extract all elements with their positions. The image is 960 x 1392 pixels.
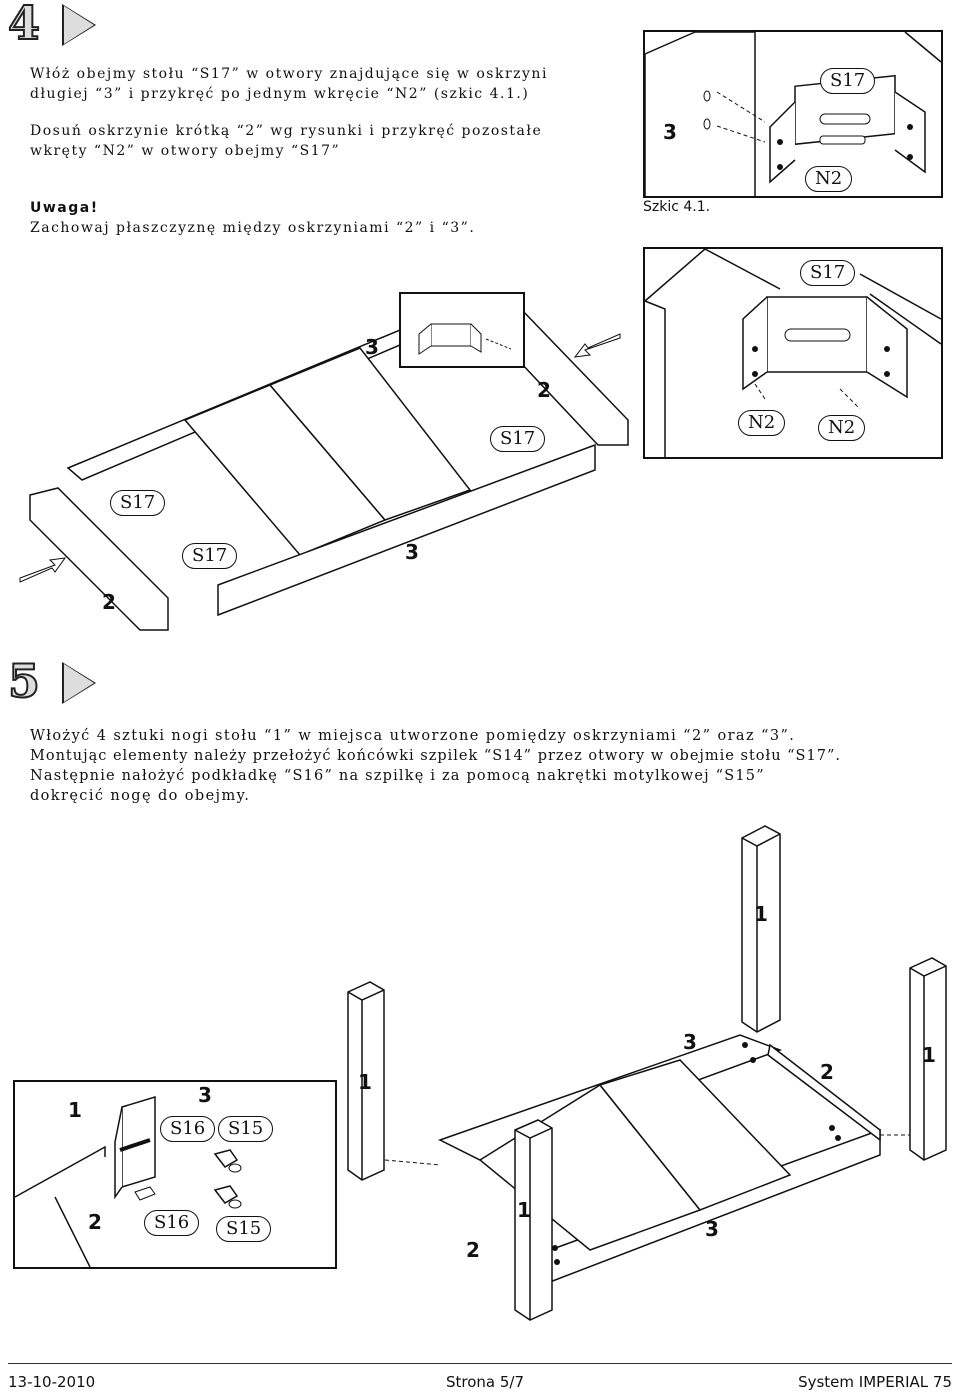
part-2-label: 2 xyxy=(820,1060,834,1084)
sketch-caption: Szkic 4.1. xyxy=(643,199,711,215)
label-n2: N2 xyxy=(805,166,853,192)
step-4-arrow-icon xyxy=(64,6,94,44)
bracket-detail-drawing xyxy=(644,31,942,196)
footer-divider xyxy=(8,1363,952,1364)
label-s17: S17 xyxy=(182,543,238,569)
part-3-label: 3 xyxy=(365,335,379,359)
part-3-label: 3 xyxy=(198,1083,212,1107)
step-4-instruction-line: wkręty “N2” w otwory obejmy “S17” xyxy=(30,143,341,159)
part-1-label: 1 xyxy=(517,1198,531,1222)
step-5-instruction-line: dokręcić nogę do obejmy. xyxy=(30,788,251,804)
step-5-arrow-icon xyxy=(64,664,94,702)
label-s15: S15 xyxy=(218,1116,274,1142)
step-5-instruction-line: Następnie nałożyć podkładkę “S16” na szp… xyxy=(30,768,765,784)
bracket-detail-box-small xyxy=(399,292,525,368)
warning-title: Uwaga! xyxy=(30,200,99,216)
footer-date: 13-10-2010 xyxy=(8,1373,96,1391)
part-2-label: 2 xyxy=(537,378,551,402)
step-4-number: 4 xyxy=(7,0,41,51)
step-4-instruction-line: długiej “3” i przykręć po jednym wkręcie… xyxy=(30,86,530,102)
part-2-label: 2 xyxy=(88,1210,102,1234)
label-n2: N2 xyxy=(818,415,866,441)
part-2-label: 2 xyxy=(466,1238,480,1262)
label-s17: S17 xyxy=(490,426,546,452)
step-5-instruction-line: Montując elementy należy przełożyć końcó… xyxy=(30,748,841,764)
label-s16: S16 xyxy=(160,1116,216,1142)
label-s17: S17 xyxy=(800,260,856,286)
sketch-4-1-box xyxy=(643,30,943,198)
part-1-label: 1 xyxy=(922,1043,936,1067)
part-2-label: 2 xyxy=(102,590,116,614)
label-s17: S17 xyxy=(820,68,876,94)
footer-page-number: Strona 5/7 xyxy=(446,1373,525,1391)
bracket-assembled-box xyxy=(643,247,943,459)
step-4-instruction-line: Dosuń oskrzynie krótką “2” wg rysunki i … xyxy=(30,123,543,139)
leg-detail-box xyxy=(13,1080,337,1269)
label-n2: N2 xyxy=(738,410,786,436)
part-3-label: 3 xyxy=(405,540,419,564)
label-s16: S16 xyxy=(144,1210,200,1236)
part-1-label: 1 xyxy=(68,1098,82,1122)
part-1-label: 1 xyxy=(754,902,768,926)
footer-system-name: System IMPERIAL 75 xyxy=(798,1373,952,1391)
step-5-instruction-line: Włożyć 4 sztuki nogi stołu “1” w miejsca… xyxy=(30,728,796,744)
step-4-instruction-line: Włóż obejmy stołu “S17” w otwory znajduj… xyxy=(30,66,548,82)
part-3-label: 3 xyxy=(705,1217,719,1241)
label-s15: S15 xyxy=(216,1216,272,1242)
part-1-label: 1 xyxy=(358,1070,372,1094)
step-5-number: 5 xyxy=(7,653,41,709)
part-3-label: 3 xyxy=(683,1030,697,1054)
part-3-label: 3 xyxy=(663,120,677,144)
label-s17: S17 xyxy=(110,490,166,516)
warning-text: Zachowaj płaszczyznę między oskrzyniami … xyxy=(30,220,476,236)
bracket-assembled-drawing xyxy=(644,248,942,457)
